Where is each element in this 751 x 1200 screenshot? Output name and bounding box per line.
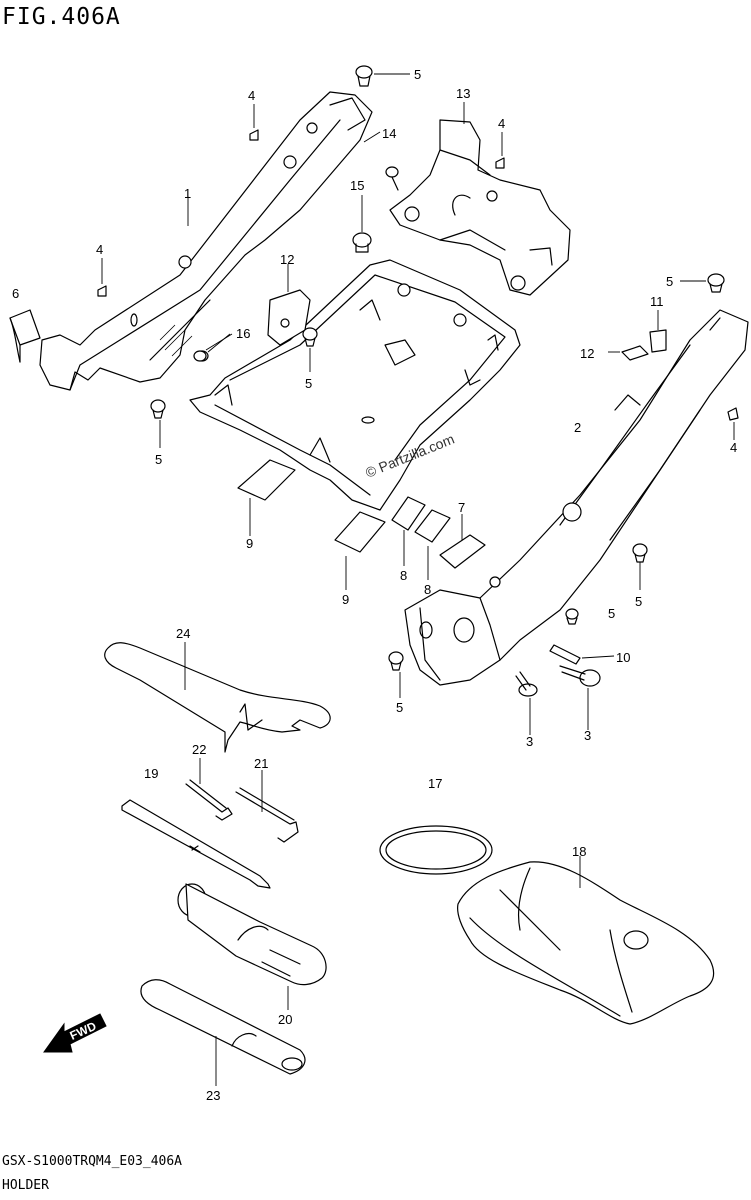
fastener-5f	[565, 608, 579, 625]
part-18-tool-bag	[457, 856, 715, 1025]
callout-4a: 4	[248, 88, 255, 103]
callout-8a: 8	[400, 568, 407, 583]
callout-9b: 9	[342, 592, 349, 607]
callout-20: 20	[278, 1012, 292, 1027]
callout-16: 16	[236, 326, 250, 341]
callout-11: 11	[650, 294, 664, 309]
part-9-pads	[237, 459, 386, 553]
part-12-pad-right	[608, 345, 649, 361]
fastener-5a	[355, 65, 410, 87]
callout-4b: 4	[96, 242, 103, 257]
callout-5g: 5	[396, 700, 403, 715]
part-1-left-holder	[39, 91, 373, 391]
part-3-bolts	[515, 665, 601, 735]
part-12-clip	[267, 289, 311, 346]
callout-22: 22	[192, 742, 206, 757]
fastener-5b	[680, 273, 725, 293]
callout-6: 6	[12, 286, 19, 301]
callout-15: 15	[350, 178, 364, 193]
leader-14	[363, 131, 381, 143]
part-10-strip	[549, 644, 615, 665]
part-17-ring	[379, 825, 493, 875]
callout-7: 7	[458, 500, 465, 515]
part-5-fasteners	[150, 65, 725, 698]
part-22-hex-key	[185, 758, 233, 821]
callout-5d: 5	[305, 376, 312, 391]
callout-24: 24	[176, 626, 190, 641]
part-19-screwdriver	[121, 799, 271, 889]
central-frame	[189, 259, 521, 511]
callout-8b: 8	[424, 582, 431, 597]
callout-13: 13	[456, 86, 470, 101]
callout-23: 23	[206, 1088, 220, 1103]
figure-title: FIG.406A	[2, 4, 121, 30]
callout-4c: 4	[498, 116, 505, 131]
leader-16	[205, 333, 233, 351]
model-code: GSX-S1000TRQM4_E03_406A	[2, 1154, 183, 1169]
callout-10: 10	[616, 650, 630, 665]
part-2-right-holder	[404, 309, 749, 686]
part-23-tube	[140, 979, 306, 1086]
callout-3b: 3	[584, 728, 591, 743]
clip-4a	[249, 104, 259, 141]
part-16-screw	[193, 350, 207, 362]
fastener-5e	[632, 543, 648, 590]
callout-14: 14	[382, 126, 396, 141]
callout-19: 19	[144, 766, 158, 781]
callout-3a: 3	[526, 734, 533, 749]
callout-12-right: 12	[580, 346, 594, 361]
callout-5c: 5	[155, 452, 162, 467]
part-11-pad	[649, 310, 667, 353]
callout-5b: 5	[666, 274, 673, 289]
part-24-spanner	[104, 642, 331, 753]
fastener-5g	[388, 651, 404, 698]
callout-2: 2	[574, 420, 581, 435]
callout-12: 12	[280, 252, 294, 267]
section-name: HOLDER	[2, 1178, 49, 1193]
part-15-screw	[352, 195, 372, 253]
callout-1: 1	[184, 186, 191, 201]
callout-17: 17	[428, 776, 442, 791]
clip-4b	[97, 258, 107, 297]
part-21-hex-key	[235, 770, 299, 843]
part-13-upper-bracket	[389, 119, 571, 296]
part-7-strip	[439, 534, 486, 569]
callout-5a: 5	[414, 67, 421, 82]
part-6-pad	[9, 309, 41, 363]
callout-4d: 4	[730, 440, 737, 455]
callout-labels: 1 2 3 3 4 4 4 4 5 5 5 5 5 5 5 6 7 8 8 9 …	[12, 67, 737, 1103]
part-20-handle	[177, 883, 327, 1010]
callout-5f: 5	[608, 606, 615, 621]
clip-4c	[495, 132, 505, 169]
part-8-pads	[391, 496, 451, 543]
callout-5e: 5	[635, 594, 642, 609]
fwd-label: FWD	[68, 1019, 99, 1043]
fastener-5c	[150, 399, 166, 448]
fwd-arrow: FWD	[43, 1013, 107, 1053]
part-14-screw	[385, 166, 399, 191]
callout-18: 18	[572, 844, 586, 859]
clip-4d	[727, 407, 739, 440]
part-4-clips	[97, 104, 739, 440]
fastener-5d	[302, 327, 318, 372]
callout-9a: 9	[246, 536, 253, 551]
callout-21: 21	[254, 756, 268, 771]
